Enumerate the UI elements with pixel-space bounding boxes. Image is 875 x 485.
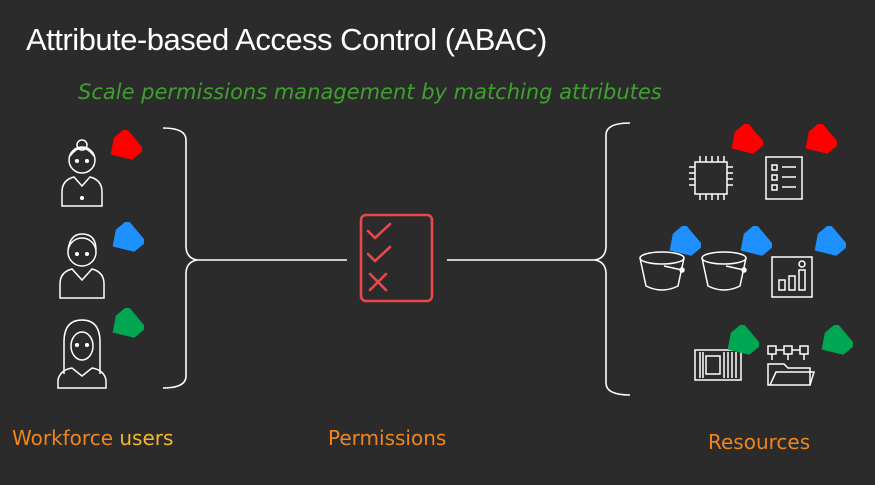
right-bracket: [594, 122, 631, 396]
workforce-users-caption: Workforce users: [12, 426, 173, 450]
tag-blue-icon: [810, 226, 846, 262]
workforce-label: Workforce: [12, 426, 114, 450]
list-document-icon: [765, 156, 803, 200]
chip-icon: [689, 156, 733, 200]
circuit-icon: [694, 349, 742, 381]
tag-blue-icon: [665, 226, 701, 262]
resources-caption: Resources: [708, 430, 811, 454]
tag-red-icon: [801, 124, 837, 160]
user-hijab-icon: [57, 319, 107, 389]
left-bracket: [162, 127, 198, 389]
bucket-icon: [701, 251, 747, 291]
tag-blue-icon: [108, 222, 144, 258]
tag-green-icon: [817, 325, 853, 361]
user-woman-icon: [61, 139, 103, 207]
page-title: Attribute-based Access Control (ABAC): [26, 22, 547, 57]
tag-red-icon: [106, 130, 142, 166]
tag-blue-icon: [736, 226, 772, 262]
user-man-icon: [59, 233, 105, 299]
tag-red-icon: [727, 124, 763, 160]
permissions-checklist-icon: [359, 213, 434, 303]
chart-icon: [771, 256, 813, 298]
bucket-icon: [639, 251, 685, 291]
page-subtitle: Scale permissions management by matching…: [78, 80, 662, 104]
tag-green-icon: [108, 308, 144, 344]
users-label: users: [119, 426, 174, 450]
permissions-caption: Permissions: [328, 426, 447, 450]
folder-network-icon: [767, 345, 816, 386]
